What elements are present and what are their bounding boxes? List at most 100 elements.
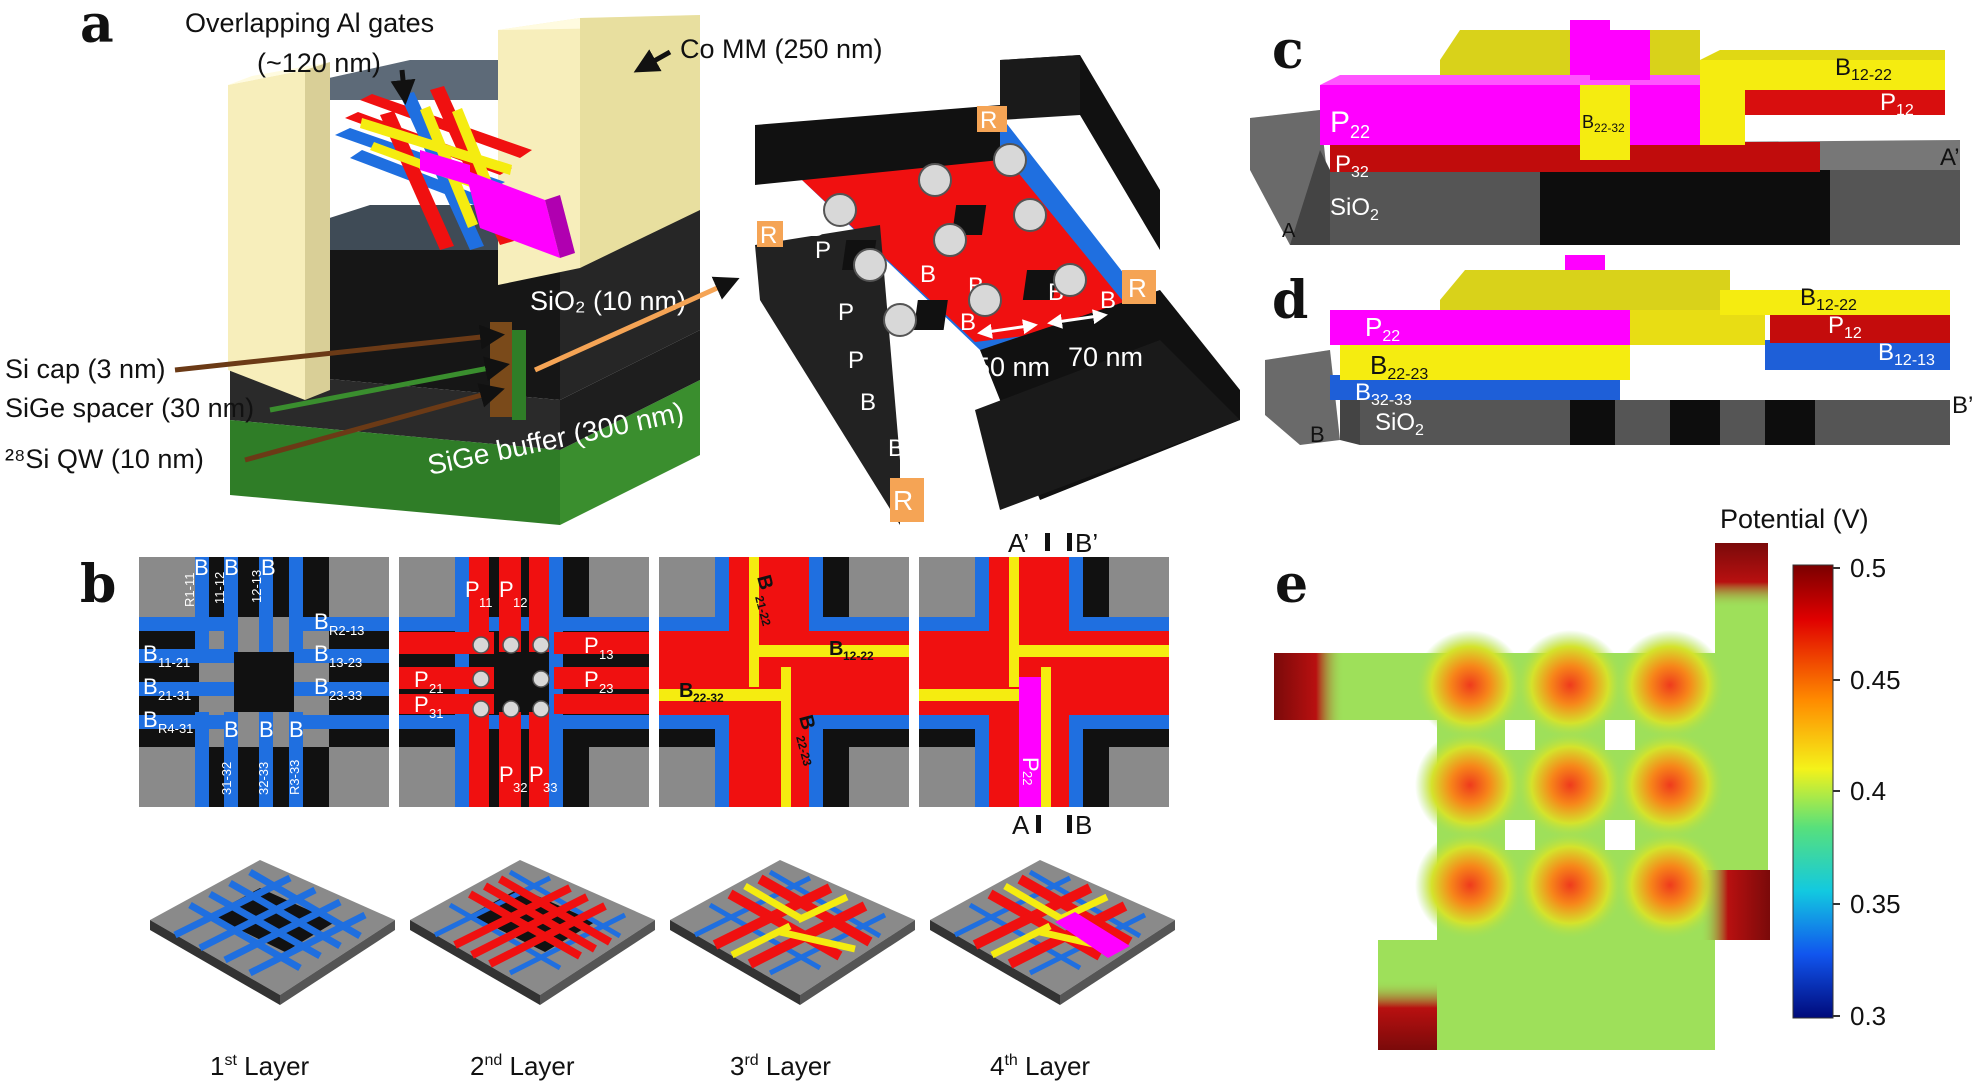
d-p22-gate bbox=[1330, 310, 1630, 345]
layer-thumbnails bbox=[150, 860, 1175, 1005]
l1-b-11-12: B bbox=[224, 555, 239, 580]
caption-layer-3: 3rd Layer bbox=[730, 1051, 831, 1081]
l1-b-r3-33-sub: R3-33 bbox=[287, 760, 302, 795]
layer2-spin-icons bbox=[472, 636, 550, 718]
label-si-cap: Si cap (3 nm) bbox=[5, 354, 166, 384]
l1-b-31-32: B bbox=[224, 717, 239, 742]
tick-0-45: 0.45 bbox=[1850, 665, 1901, 695]
colorbar-ticks bbox=[1833, 567, 1840, 1017]
panel-e: e Potential (V) 0.5 0.45 0. bbox=[1274, 504, 1901, 1050]
l1-b-21-31: B bbox=[143, 674, 158, 699]
c-p22-gate bbox=[1320, 85, 1700, 145]
l1-b-r2-13: B bbox=[314, 609, 329, 634]
l2-p23-sub: 23 bbox=[599, 681, 613, 696]
co-magnet-left bbox=[228, 70, 305, 400]
zoom-b-5: B bbox=[860, 389, 876, 416]
l1-b-21-31-sub: 21-31 bbox=[158, 688, 191, 703]
zoom-r-bottom: R bbox=[893, 485, 913, 516]
label-gates-thickness: (~120 nm) bbox=[257, 48, 381, 78]
c-p22-label: P22 bbox=[1330, 106, 1370, 142]
panel-a: a bbox=[5, 0, 1240, 525]
cut-b-top: B’ bbox=[1075, 528, 1098, 558]
l1-b-r4-31-sub: R4-31 bbox=[158, 721, 193, 736]
label-qw: ²⁸Si QW (10 nm) bbox=[5, 444, 204, 474]
zoom-r-left: R bbox=[760, 222, 777, 249]
l1-b-13-23-sub: 13-23 bbox=[329, 655, 362, 670]
zoom-b-8: B bbox=[888, 435, 904, 462]
l1-b-11-21: B bbox=[143, 641, 158, 666]
c-p32-label: P32 bbox=[1335, 151, 1369, 181]
device-stack-3d bbox=[228, 15, 700, 525]
l2-p11: P bbox=[465, 577, 480, 602]
panel-e-label: e bbox=[1275, 554, 1308, 615]
l2-p32-sub: 32 bbox=[513, 780, 527, 795]
l1-b-11-21-sub: 11-21 bbox=[158, 655, 190, 670]
d-b3233-label: B32-33 bbox=[1355, 379, 1412, 409]
l1-b-r1-11: B bbox=[194, 555, 209, 580]
l1-b-r1-11-sub: R1-11 bbox=[182, 573, 197, 607]
l2-p23: P bbox=[584, 667, 599, 692]
c-b2232-gate bbox=[1580, 85, 1630, 160]
l2-p33-sub: 33 bbox=[543, 780, 557, 795]
sige-buffer-layer bbox=[230, 420, 560, 525]
label-sige-spacer: SiGe spacer (30 nm) bbox=[5, 393, 254, 423]
l1-b-12-13-sub: 12-13 bbox=[249, 570, 264, 603]
l2-p11-sub: 11 bbox=[479, 595, 493, 610]
colorbar-label: Potential (V) bbox=[1720, 504, 1869, 534]
zoom-r-top: R bbox=[980, 107, 997, 134]
cut-a-bottom: A bbox=[1012, 810, 1030, 840]
l1-b-13-23: B bbox=[314, 641, 329, 666]
l3-b22-32-sub: 22-32 bbox=[693, 691, 724, 705]
l2-p31: P bbox=[414, 692, 429, 717]
l2-p33: P bbox=[529, 762, 544, 787]
tick-0-3: 0.3 bbox=[1850, 1001, 1886, 1031]
c-p32-gate bbox=[1330, 142, 1820, 172]
tick-0-5: 0.5 bbox=[1850, 553, 1886, 583]
l3-b22-23: B bbox=[794, 713, 819, 733]
reservoir-left bbox=[1274, 653, 1344, 720]
d-p22-label: P22 bbox=[1365, 312, 1400, 345]
arrow-gates bbox=[390, 69, 416, 105]
l3-b12-22-sub: 12-22 bbox=[843, 649, 874, 663]
gate-p22 bbox=[465, 170, 560, 258]
l4-p22-gate bbox=[1019, 677, 1041, 807]
zoom-b-1: B bbox=[808, 215, 824, 242]
panel-c: c P22 P32 B22-32 B12-22 P12 SiO2 A A’ bbox=[1250, 20, 1960, 245]
c-sio2-label: SiO2 bbox=[1330, 194, 1379, 224]
arrow-sige-spacer bbox=[269, 356, 510, 413]
c-cut-a-prime: A’ bbox=[1940, 144, 1960, 171]
d-b2223-label: B22-23 bbox=[1370, 350, 1428, 383]
arrow-co-mm bbox=[633, 49, 672, 73]
panel-b: b B R1-11 B 11-12 B 12-13 B R2-13 B 11-2… bbox=[80, 528, 1175, 1081]
d-p12-label: P12 bbox=[1828, 312, 1862, 342]
layer4-tile: P 22 bbox=[919, 557, 1169, 807]
l1-b-23-33: B bbox=[314, 674, 329, 699]
panel-c-label: c bbox=[1272, 20, 1304, 81]
tick-0-35: 0.35 bbox=[1850, 889, 1901, 919]
l2-p12-sub: 12 bbox=[513, 595, 527, 610]
l1-b-32-33: B bbox=[259, 717, 274, 742]
dim-50-label: 50 nm bbox=[975, 352, 1050, 382]
panel-a-label: a bbox=[80, 0, 114, 55]
panel-d: d P22 B22-23 B32-33 B12-22 P12 B12-13 Si… bbox=[1265, 255, 1973, 447]
dot-array-zoom: R R R R B P B P B P B B B B B 50 nm 70 n… bbox=[755, 55, 1240, 525]
layer2-tile: P 11 P 12 P 13 P 21 P 23 P 31 P 32 P 33 bbox=[399, 557, 649, 807]
layer1-tile: B R1-11 B 11-12 B 12-13 B R2-13 B 11-21 … bbox=[139, 555, 389, 807]
l2-p13-sub: 13 bbox=[599, 647, 613, 662]
caption-layer-4: 4th Layer bbox=[990, 1051, 1090, 1081]
dim-70-label: 70 nm bbox=[1068, 342, 1143, 372]
gate-stack bbox=[335, 86, 575, 258]
l3-b21-22: B bbox=[752, 573, 777, 593]
tick-0-4: 0.4 bbox=[1850, 776, 1886, 806]
l1-b-r2-13-sub: R2-13 bbox=[329, 623, 364, 638]
zoom-b-2: B bbox=[920, 261, 936, 288]
zoom-r-right: R bbox=[1128, 273, 1147, 303]
qubit-spin-icons bbox=[823, 143, 1087, 337]
zoom-b-4: B bbox=[960, 309, 976, 336]
c-p12-gate bbox=[1710, 90, 1945, 115]
reservoir-top bbox=[1715, 543, 1768, 608]
l2-p13: P bbox=[584, 633, 599, 658]
c-b2232-label: B22-32 bbox=[1582, 112, 1625, 135]
d-sio2-label: SiO2 bbox=[1375, 409, 1424, 439]
